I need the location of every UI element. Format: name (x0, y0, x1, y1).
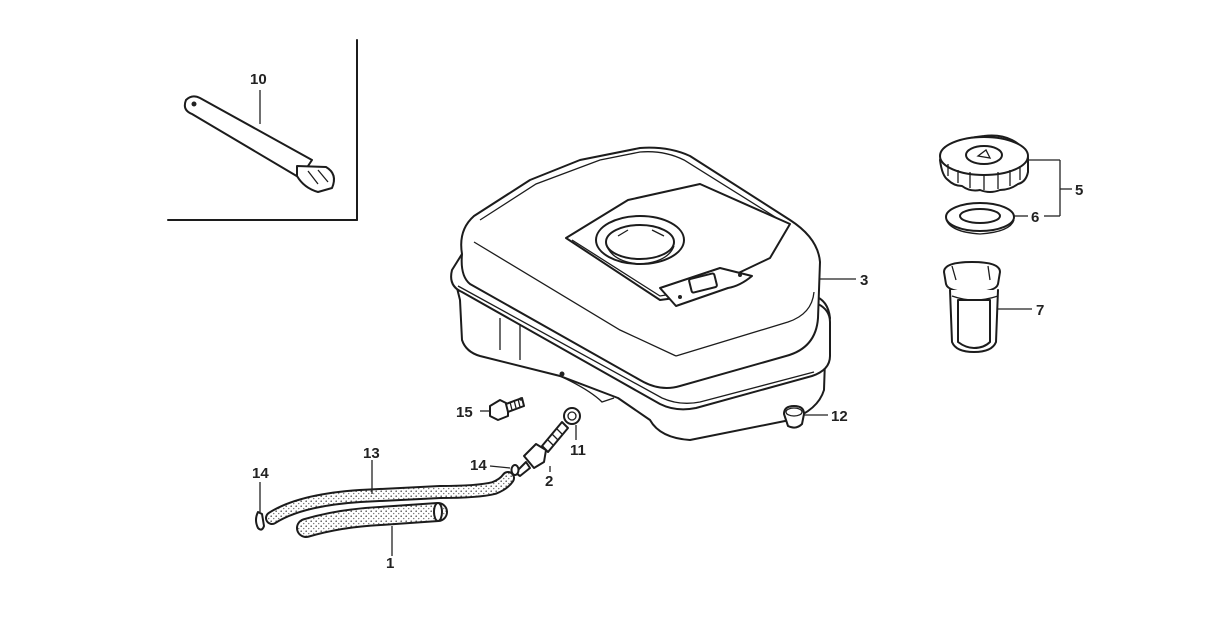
callout-1: 1 (386, 555, 394, 572)
part-15-bolt (489, 397, 525, 421)
part-10-tube (183, 95, 335, 193)
part-12-grommet (783, 405, 805, 429)
part-3-fuel-tank (450, 146, 831, 441)
part-14-clip-b (510, 464, 520, 476)
callout-12: 12 (831, 408, 848, 425)
part-5-fuel-cap (939, 134, 1029, 193)
part-2-fuel-fitting (516, 421, 569, 477)
callout-2: 2 (545, 473, 553, 490)
inset-frame (167, 39, 358, 221)
leader-lines (259, 90, 1072, 556)
callout-6: 6 (1031, 209, 1039, 226)
part-1-fuel-tube (296, 502, 448, 538)
callout-10: 10 (250, 71, 267, 88)
callout-14-left: 14 (252, 465, 269, 482)
part-13-fuel-tube (265, 471, 515, 525)
part-7-strainer (943, 261, 1001, 353)
callout-15: 15 (456, 404, 473, 421)
part-14-clip-a (255, 511, 265, 531)
callout-7: 7 (1036, 302, 1044, 319)
callout-13: 13 (363, 445, 380, 462)
callout-5: 5 (1075, 182, 1083, 199)
callout-3: 3 (860, 272, 868, 289)
callout-labels: 10 3 5 6 7 15 11 12 13 14 14 2 1 (250, 71, 1083, 572)
callout-14-right: 14 (470, 457, 487, 474)
part-6-seal-ring (945, 202, 1015, 235)
callout-11: 11 (570, 442, 586, 459)
part-11-oring (563, 407, 581, 425)
